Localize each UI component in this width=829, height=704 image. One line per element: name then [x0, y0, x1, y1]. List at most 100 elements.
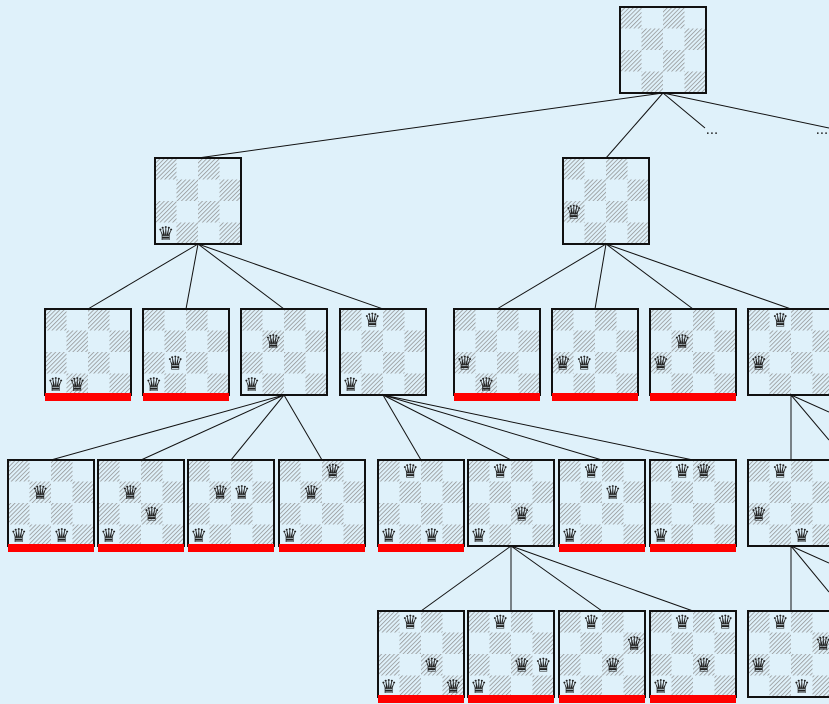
board-node: ♛♛♛: [278, 459, 366, 552]
dark-square: [812, 373, 829, 395]
tree-edge: [605, 243, 792, 310]
queen-icon: ♛: [583, 611, 600, 633]
dark-square: [186, 309, 208, 331]
queen-icon: ♛: [554, 352, 571, 374]
dark-square: [489, 632, 511, 654]
tree-edge: [382, 394, 512, 461]
tree-edge: [197, 243, 384, 310]
queen-icon: ♛: [143, 503, 160, 525]
dark-square: [88, 309, 110, 331]
queen-icon: ♛: [380, 525, 397, 547]
dark-square: [198, 158, 220, 180]
board-border: [154, 157, 242, 245]
dark-square: [684, 28, 706, 50]
dark-square: [497, 309, 519, 331]
queen-icon: ♛: [604, 654, 621, 676]
dark-square: [231, 460, 253, 482]
dark-square: [518, 373, 540, 395]
tree-edge: [510, 545, 694, 612]
dark-square: [769, 524, 791, 546]
dark-square: [164, 330, 186, 352]
dark-square: [45, 352, 67, 374]
dark-square: [305, 330, 327, 352]
conflict-marker: [650, 393, 736, 401]
dark-square: [378, 460, 400, 482]
queen-icon: ♛: [342, 374, 359, 396]
dark-square: [340, 352, 362, 374]
queen-icon: ♛: [32, 482, 49, 504]
conflict-marker: [188, 544, 274, 552]
dark-square: [207, 330, 229, 352]
dark-square: [552, 309, 574, 331]
queen-icon: ♛: [793, 525, 810, 547]
dark-square: [616, 330, 638, 352]
queen-icon: ♛: [513, 503, 530, 525]
dark-square: [573, 330, 595, 352]
dark-square: [693, 503, 715, 525]
dark-square: [812, 524, 829, 546]
dark-square: [322, 503, 344, 525]
tree-edge: [230, 394, 285, 461]
dark-square: [620, 50, 642, 72]
conflict-marker: [8, 544, 94, 552]
dark-square: [198, 201, 220, 223]
queen-icon: ♛: [561, 676, 578, 698]
queen-icon: ♛: [626, 633, 643, 655]
dark-square: [489, 524, 511, 546]
board-node: ♛: [154, 157, 242, 245]
dark-square: [378, 503, 400, 525]
dark-square: [623, 632, 645, 654]
dark-square: [442, 524, 464, 546]
dark-square: [475, 373, 497, 395]
dark-square: [748, 309, 770, 331]
dark-square: [595, 352, 617, 374]
tree-edges: [50, 92, 829, 612]
dark-square: [559, 611, 581, 633]
queen-icon: ♛: [100, 525, 117, 547]
dark-square: [559, 654, 581, 676]
tree-edge-truncated: [790, 394, 829, 413]
dark-square: [300, 524, 322, 546]
queen-icon: ♛: [583, 460, 600, 482]
board-node: [619, 6, 707, 94]
dark-square: [119, 481, 141, 503]
tree-edge: [605, 243, 694, 310]
dark-square: [72, 481, 94, 503]
conflict-marker: [559, 544, 645, 552]
conflict-marker: [552, 393, 638, 401]
dark-square: [714, 330, 736, 352]
dark-square: [72, 524, 94, 546]
dark-square: [769, 675, 791, 697]
board-border: [339, 308, 427, 396]
dark-square: [241, 309, 263, 331]
dark-square: [262, 373, 284, 395]
queen-icon: ♛: [652, 525, 669, 547]
dark-square: [399, 524, 421, 546]
board-node: ♛♛♛♛: [467, 610, 555, 703]
queen-icon: ♛: [750, 503, 767, 525]
dark-square: [580, 524, 602, 546]
dark-square: [559, 503, 581, 525]
dark-square: [141, 503, 163, 525]
dark-square: [748, 503, 770, 525]
dark-square: [378, 611, 400, 633]
dark-square: [66, 330, 88, 352]
queen-icon: ♛: [604, 482, 621, 504]
queen-icon: ♛: [47, 374, 64, 396]
dark-square: [714, 632, 736, 654]
conflict-marker: [650, 695, 736, 703]
dark-square: [663, 7, 685, 29]
queen-icon: ♛: [53, 525, 70, 547]
dark-square: [791, 611, 813, 633]
queen-icon: ♛: [380, 676, 397, 698]
conflict-marker: [559, 695, 645, 703]
dark-square: [532, 675, 554, 697]
dark-square: [650, 460, 672, 482]
dark-square: [155, 201, 177, 223]
dark-square: [186, 352, 208, 374]
queen-icon: ♛: [190, 525, 207, 547]
queen-icon: ♛: [772, 460, 789, 482]
dark-square: [383, 309, 405, 331]
dark-square: [279, 503, 301, 525]
